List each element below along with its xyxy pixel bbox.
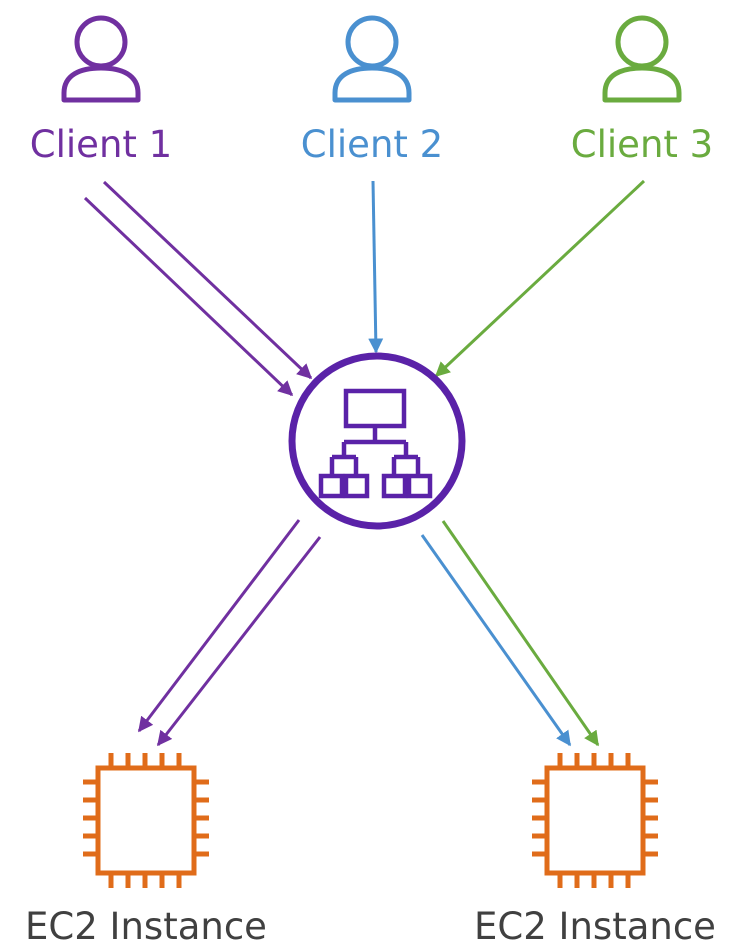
lb-to-instance-arrows — [137, 519, 600, 747]
client-2: Client 2 — [301, 15, 443, 166]
ec2-instance-2: EC2 Instance — [474, 753, 716, 947]
ec2-instance-2-label: EC2 Instance — [474, 905, 716, 947]
arrow-client2-lb — [368, 180, 384, 354]
user-icon — [602, 15, 682, 103]
ec2-instance-1-label: EC2 Instance — [25, 905, 267, 947]
client-3-label: Client 3 — [571, 123, 713, 166]
user-icon — [61, 15, 141, 103]
arrow-lb-ec2-1-b — [156, 536, 322, 747]
arrow-lb-ec2-1-a — [137, 519, 301, 733]
load-balancer-circle — [288, 352, 466, 530]
client-to-lb-arrows — [83, 179, 646, 397]
client-2-label: Client 2 — [301, 123, 443, 166]
client-1-label: Client 1 — [30, 123, 172, 166]
client-3: Client 3 — [571, 15, 713, 166]
user-icon — [332, 15, 412, 103]
ec2-instance-1: EC2 Instance — [25, 753, 267, 947]
ec2-chip-icon — [532, 753, 658, 888]
client-1: Client 1 — [30, 15, 172, 166]
load-balancer-icon — [318, 388, 433, 499]
arrow-lb-ec2-2-green — [441, 520, 600, 747]
arrow-client3-lb — [434, 179, 646, 378]
arrow-lb-ec2-2-blue — [420, 534, 572, 747]
load-balancer — [288, 352, 466, 530]
arrow-client1-lb-b — [83, 196, 294, 397]
arrow-client1-lb-a — [102, 180, 313, 380]
ec2-chip-icon — [83, 753, 209, 888]
